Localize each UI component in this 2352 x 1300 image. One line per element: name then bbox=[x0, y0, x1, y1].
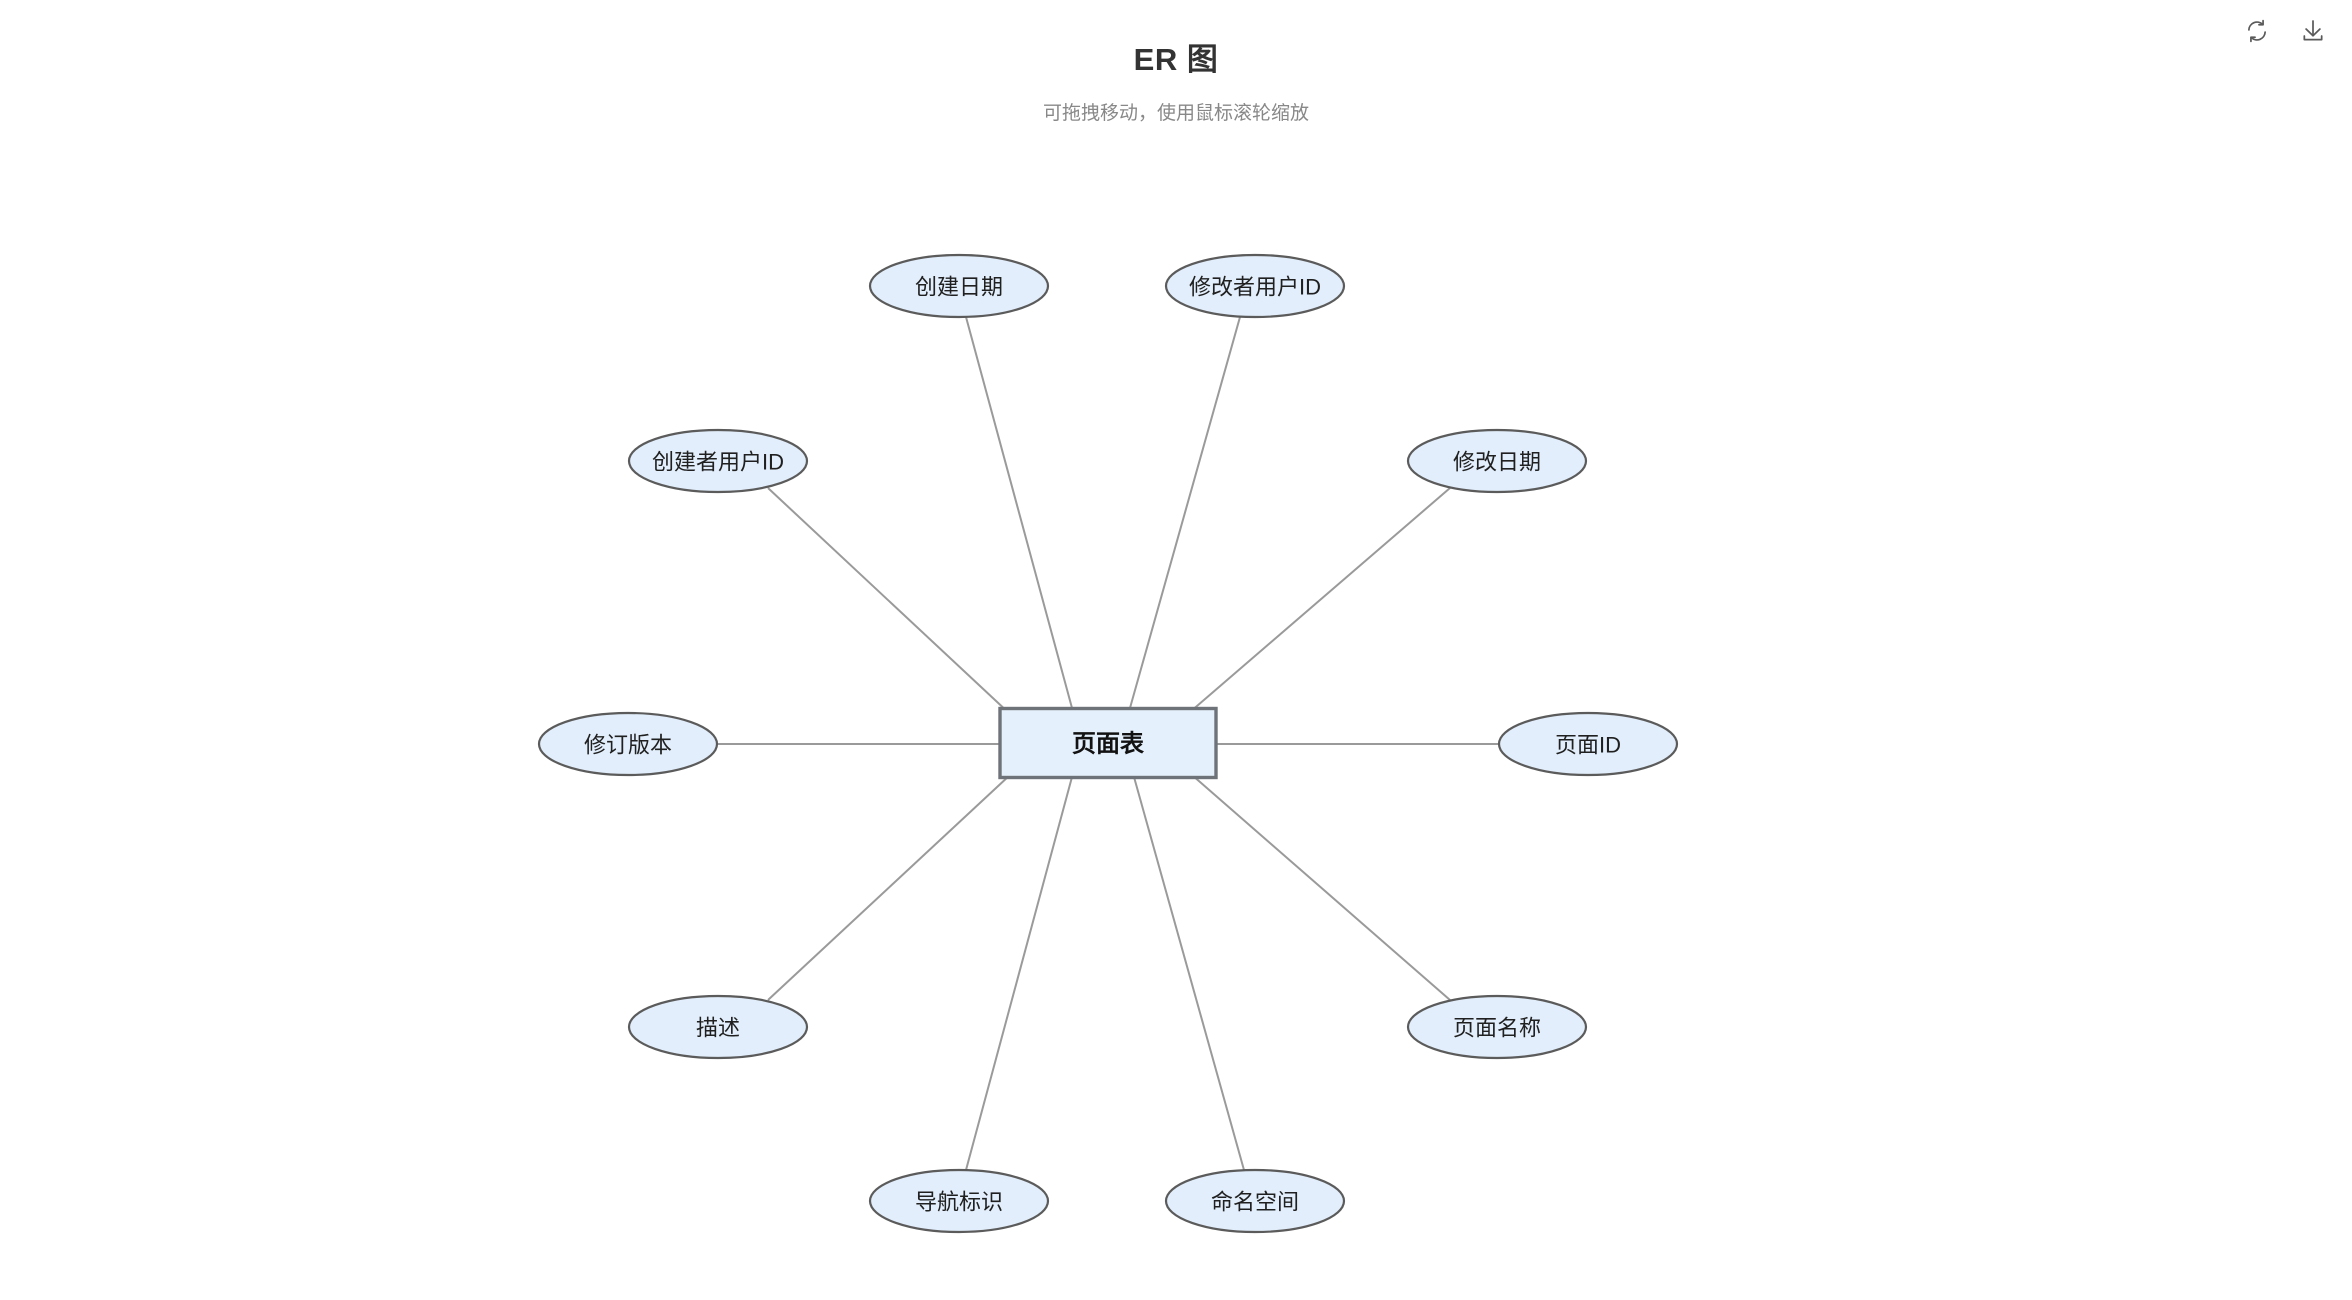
attribute-label: 创建者用户ID bbox=[652, 450, 784, 475]
diagram-toolbar bbox=[2236, 10, 2334, 52]
attribute-ellipse[interactable] bbox=[1164, 1168, 1346, 1234]
attribute-node[interactable]: 修改者用户ID bbox=[1164, 253, 1346, 319]
er-edge bbox=[1189, 487, 1451, 713]
attribute-label: 修订版本 bbox=[584, 733, 672, 758]
attribute-label: 导航标识 bbox=[915, 1190, 1003, 1215]
attribute-node[interactable]: 页面ID bbox=[1497, 711, 1679, 777]
attribute-node[interactable]: 修订版本 bbox=[537, 711, 719, 777]
er-edge bbox=[1191, 774, 1451, 1001]
attribute-ellipse[interactable] bbox=[1406, 994, 1588, 1060]
attribute-label: 修改者用户ID bbox=[1189, 275, 1321, 300]
er-edge bbox=[1133, 776, 1245, 1171]
attribute-ellipse[interactable] bbox=[868, 1168, 1050, 1234]
attribute-node[interactable]: 创建者用户ID bbox=[627, 428, 809, 494]
download-button[interactable] bbox=[2292, 10, 2334, 52]
entity-node[interactable]: 页面表 bbox=[998, 706, 1218, 780]
attribute-node[interactable]: 创建日期 bbox=[868, 253, 1050, 319]
er-edge bbox=[1129, 316, 1241, 709]
er-edge bbox=[767, 487, 1011, 715]
attribute-node[interactable]: 页面名称 bbox=[1406, 994, 1588, 1060]
download-icon bbox=[2300, 18, 2326, 44]
entity-label: 页面表 bbox=[1072, 731, 1145, 758]
attribute-node[interactable]: 命名空间 bbox=[1164, 1168, 1346, 1234]
attribute-label: 修改日期 bbox=[1453, 450, 1541, 475]
attribute-ellipse[interactable] bbox=[868, 253, 1050, 319]
attribute-label: 创建日期 bbox=[915, 275, 1003, 300]
edges-layer bbox=[717, 316, 1499, 1171]
attribute-node[interactable]: 导航标识 bbox=[868, 1168, 1050, 1234]
attribute-label: 页面名称 bbox=[1453, 1016, 1541, 1041]
attribute-label: 页面ID bbox=[1555, 733, 1621, 758]
attribute-ellipse[interactable] bbox=[537, 711, 719, 777]
attribute-ellipse[interactable] bbox=[627, 428, 809, 494]
attribute-node[interactable]: 描述 bbox=[627, 994, 809, 1060]
attribute-ellipse[interactable] bbox=[1164, 253, 1346, 319]
er-edge bbox=[965, 316, 1073, 709]
attribute-node[interactable]: 修改日期 bbox=[1406, 428, 1588, 494]
reset-view-button[interactable] bbox=[2236, 10, 2278, 52]
er-edge bbox=[767, 774, 1011, 1001]
attribute-label: 命名空间 bbox=[1211, 1190, 1299, 1215]
attribute-ellipse[interactable] bbox=[1406, 428, 1588, 494]
er-edge bbox=[965, 776, 1073, 1171]
entity-rect[interactable] bbox=[998, 706, 1218, 780]
attribute-label: 描述 bbox=[696, 1016, 740, 1041]
attribute-ellipse[interactable] bbox=[627, 994, 809, 1060]
attribute-ellipse[interactable] bbox=[1497, 711, 1679, 777]
refresh-icon bbox=[2244, 18, 2270, 44]
